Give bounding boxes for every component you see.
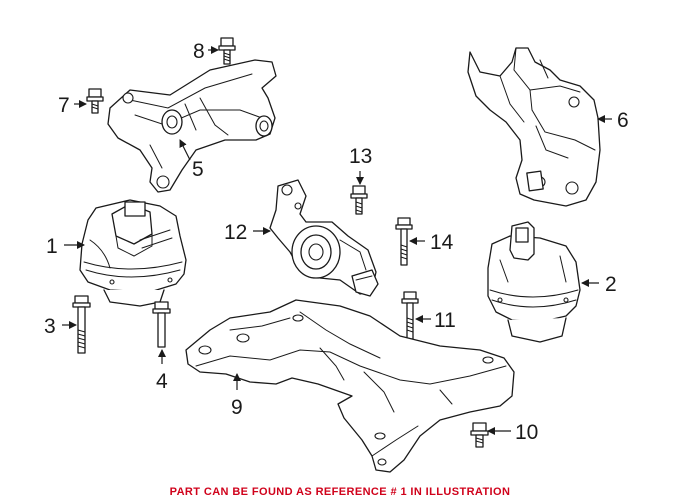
callout-1: 1 xyxy=(46,235,58,258)
engine-bracket-part-5 xyxy=(107,59,277,193)
actuator-part-12 xyxy=(269,179,379,297)
callout-14: 14 xyxy=(430,231,454,254)
bolt-part-14 xyxy=(395,217,413,266)
reference-note: PART CAN BE FOUND AS REFERENCE # 1 IN IL… xyxy=(169,486,511,498)
callout-11: 11 xyxy=(434,309,456,332)
callout-12: 12 xyxy=(224,221,247,244)
leader-lines xyxy=(62,46,612,435)
engine-mount-part-2 xyxy=(487,221,581,343)
bolt-part-4 xyxy=(152,301,171,348)
bolt-part-3 xyxy=(72,295,91,354)
bolt-part-13 xyxy=(350,185,368,215)
callout-3: 3 xyxy=(44,315,56,338)
bolt-part-11 xyxy=(401,291,419,340)
callout-9: 9 xyxy=(231,396,243,419)
callout-numbers: 8 7 5 6 1 2 3 4 9 10 11 12 13 14 xyxy=(44,40,629,444)
callout-7: 7 xyxy=(58,94,70,117)
callout-2: 2 xyxy=(605,273,617,296)
callout-8: 8 xyxy=(193,40,205,63)
engine-mount-part-1 xyxy=(79,199,187,307)
bolt-part-7 xyxy=(86,88,104,114)
bolt-part-10 xyxy=(470,422,489,448)
callout-10: 10 xyxy=(515,421,538,444)
bracket-plate-part-6 xyxy=(467,47,601,207)
callout-13: 13 xyxy=(349,145,372,168)
callout-5: 5 xyxy=(192,158,204,181)
crossmember-part-9 xyxy=(185,299,515,473)
callout-4: 4 xyxy=(156,370,168,393)
callout-6: 6 xyxy=(617,109,629,132)
bolt-part-8 xyxy=(218,37,236,65)
